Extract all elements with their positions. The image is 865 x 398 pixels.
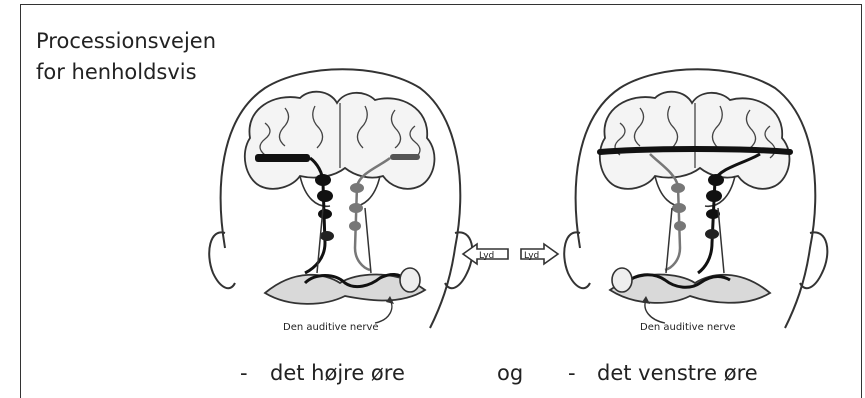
- sound-label-right: Lyd: [524, 251, 539, 261]
- right-head-nerve-label: Den auditive nerve: [640, 322, 736, 333]
- right-head: Den auditive nerve: [564, 69, 827, 333]
- left-head-cortex-bar: [255, 154, 310, 162]
- right-head-cortex-bar: [600, 149, 790, 152]
- title-line-2: for henholdsvis: [36, 57, 216, 88]
- right-head-cochlea: [612, 268, 632, 292]
- figure-title: Processionsvejen for henholdsvis: [36, 26, 216, 88]
- left-head-cochlea: [400, 268, 420, 292]
- caption-conjunction: og: [497, 360, 523, 386]
- sound-arrow-left: Lyd: [463, 244, 508, 264]
- caption-dash-2: -: [568, 360, 576, 386]
- left-head: Den auditive nerve: [209, 69, 472, 333]
- caption-right-ear: det højre øre: [270, 360, 405, 386]
- title-line-1: Processionsvejen: [36, 26, 216, 57]
- caption-dash-1: -: [240, 360, 248, 386]
- auditive-pathway-diagram: Den auditive nerve Lyd Lyd: [205, 68, 830, 358]
- left-head-ear-left: [209, 232, 235, 288]
- sound-arrow-right: Lyd: [521, 244, 558, 264]
- left-head-nerve-label: Den auditive nerve: [283, 322, 379, 333]
- sound-label-left: Lyd: [479, 251, 494, 261]
- caption-left-ear: det venstre øre: [597, 360, 758, 386]
